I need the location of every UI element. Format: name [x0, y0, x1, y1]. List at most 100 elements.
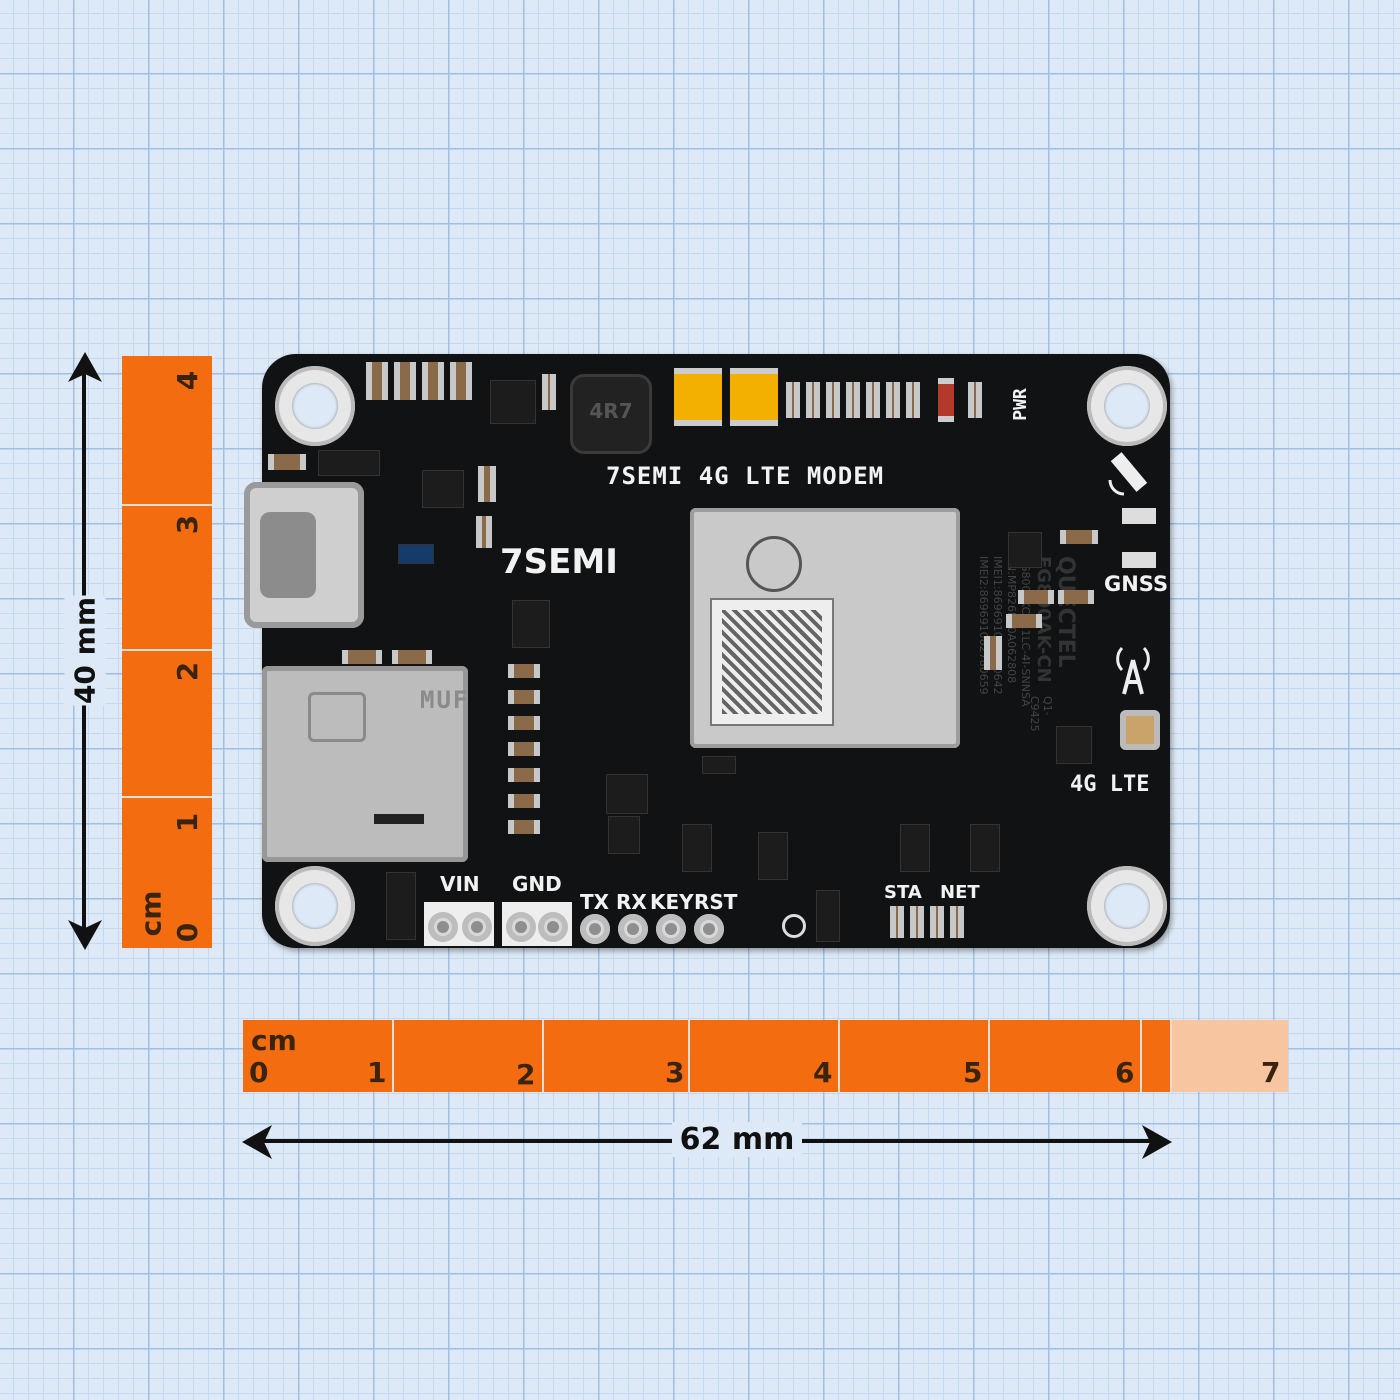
- resistor: [1058, 590, 1094, 604]
- status-led: [890, 906, 904, 938]
- chip: [702, 756, 736, 774]
- resistor: [866, 382, 880, 418]
- crystal: [398, 544, 434, 564]
- usb-c-connector[interactable]: [244, 482, 364, 628]
- transistor: [422, 470, 464, 508]
- chip: [608, 816, 640, 854]
- diode: [318, 450, 380, 476]
- sim-contacts: [374, 814, 424, 824]
- satellite-icon: [1108, 452, 1148, 496]
- pwr-label: PWR: [1009, 388, 1031, 421]
- ruler-segment: [243, 1020, 392, 1092]
- vertical-tick-label: 2: [171, 661, 205, 682]
- antenna-icon: [1116, 646, 1150, 695]
- pcb-board: 4R7 PWR 7SEMI 4G LTE MODEM 7SEMI MUF: [244, 354, 1170, 948]
- rx-pin-pad[interactable]: [618, 914, 648, 944]
- resistor: [508, 820, 540, 834]
- resistor: [508, 716, 540, 730]
- resistor: [478, 466, 496, 502]
- horizontal-ruler: cm 0 1 2 3 4 5 6 7: [243, 1020, 1288, 1092]
- capacitor: [394, 362, 416, 400]
- tx-label: TX: [580, 890, 610, 914]
- mounting-hole: [275, 366, 355, 446]
- power-led: [938, 378, 954, 422]
- mounting-hole: [275, 866, 355, 946]
- horizontal-tick-label: 6: [1115, 1056, 1135, 1089]
- height-dimension-label: 40 mm: [64, 595, 106, 706]
- reset-button[interactable]: [782, 914, 806, 938]
- width-dimension-label: 62 mm: [672, 1122, 802, 1157]
- vertical-ruler-unit: cm: [134, 890, 168, 937]
- board-title: 7SEMI 4G LTE MODEM: [606, 462, 885, 490]
- vertical-tick-label: 4: [171, 370, 205, 391]
- vertical-tick-label: 3: [171, 514, 205, 535]
- vertical-ruler: [122, 356, 212, 948]
- gnd-pin-pad[interactable]: [538, 912, 568, 942]
- module-line: EG800AKCN11LC-4I-SNNSA: [1019, 556, 1032, 707]
- sim-outline: [308, 692, 366, 742]
- resistor: [1018, 590, 1054, 604]
- arrow-right-icon: [1142, 1125, 1172, 1159]
- capacitor: [450, 362, 472, 400]
- gnss-antenna-pad: [1122, 508, 1156, 524]
- transistor: [970, 824, 1000, 872]
- lte-label: 4G LTE: [1070, 772, 1150, 797]
- ruler-segment: [988, 1020, 1140, 1092]
- resistor: [392, 650, 432, 664]
- vertical-tick-label: 0: [171, 922, 205, 943]
- tantalum-capacitor: [730, 368, 778, 426]
- sim-marking: MUF: [420, 686, 470, 714]
- arrow-down-icon: [68, 920, 102, 950]
- arrow-left-icon: [242, 1125, 272, 1159]
- sim-card-slot[interactable]: MUF: [262, 666, 468, 862]
- resistor: [846, 382, 860, 418]
- vertical-tick-label: 1: [171, 812, 205, 833]
- tx-pin-pad[interactable]: [580, 914, 610, 944]
- horizontal-tick-label: 5: [963, 1056, 983, 1089]
- horizontal-tick-label: 1: [367, 1056, 387, 1089]
- horizontal-ruler-unit: cm: [251, 1024, 297, 1057]
- ruler-division: [122, 504, 212, 506]
- gnss-antenna-pad: [1122, 552, 1156, 568]
- resistor: [508, 768, 540, 782]
- ruler-segment: [392, 1020, 542, 1092]
- ufl-antenna-connector[interactable]: [1120, 710, 1160, 750]
- qr-code: [710, 598, 834, 726]
- vin-pin-pad[interactable]: [428, 912, 458, 942]
- button[interactable]: [816, 890, 840, 942]
- resistor: [906, 382, 920, 418]
- resistor: [542, 374, 556, 410]
- capacitor: [422, 362, 444, 400]
- voltage-regulator: [386, 872, 416, 940]
- ruler-segment: [688, 1020, 838, 1092]
- arrow-up-icon: [68, 352, 102, 382]
- horizontal-tick-label: 7: [1261, 1056, 1281, 1089]
- rst-pin-pad[interactable]: [694, 914, 724, 944]
- transistor: [682, 824, 712, 872]
- resistor: [910, 906, 924, 938]
- inductor: 4R7: [570, 374, 652, 454]
- resistor: [342, 650, 382, 664]
- ruler-segment-faded: [1170, 1020, 1288, 1092]
- horizontal-tick-label: 3: [665, 1056, 685, 1089]
- ruler-division: [122, 649, 212, 651]
- transistor: [758, 832, 788, 880]
- usb-c-port: [260, 512, 316, 598]
- gnd-pin-pad[interactable]: [506, 912, 536, 942]
- ruler-segment: [542, 1020, 688, 1092]
- lte-module: QUECTEL EG800AK-CN EG800AKCN11LC-4I-SNNS…: [690, 508, 1078, 748]
- vin-pin-pad[interactable]: [462, 912, 492, 942]
- ruler-division: [122, 796, 212, 798]
- horizontal-tick-label: 4: [813, 1056, 833, 1089]
- resistor: [826, 382, 840, 418]
- resistor: [786, 382, 800, 418]
- ruler-segment: [1140, 1020, 1170, 1092]
- chip: [512, 600, 550, 648]
- key-pin-pad[interactable]: [656, 914, 686, 944]
- resistor: [508, 690, 540, 704]
- mounting-hole: [1087, 366, 1167, 446]
- resistor: [968, 382, 982, 418]
- resistor: [508, 794, 540, 808]
- chip: [1056, 726, 1092, 764]
- resistor: [984, 636, 1002, 670]
